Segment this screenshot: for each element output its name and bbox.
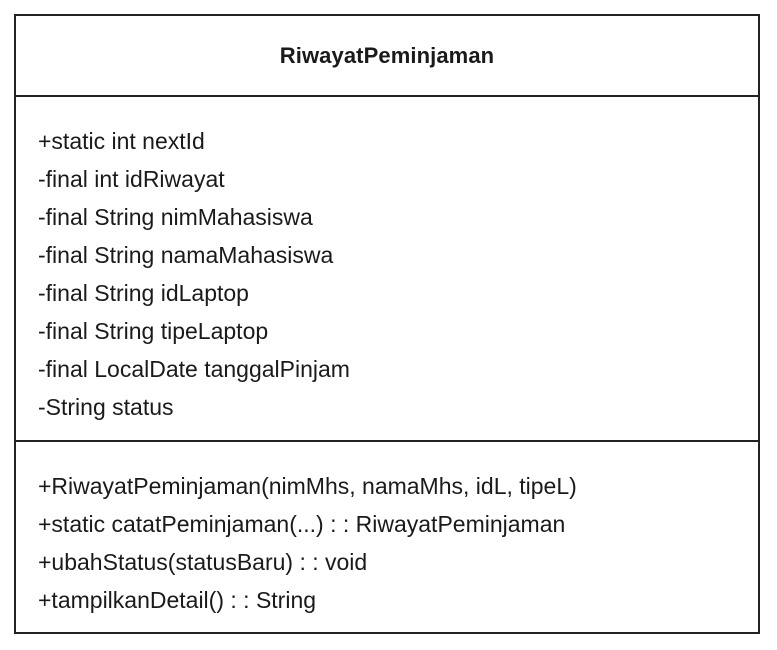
attribute-tipe-laptop: -final String tipeLaptop [38,318,269,344]
attribute-nama-mahasiswa: -final String namaMahasiswa [38,242,334,268]
attribute-tanggal-pinjam: -final LocalDate tanggalPinjam [38,356,350,382]
method-tampilkan-detail: +tampilkanDetail() : : String [38,587,317,613]
method-constructor: +RiwayatPeminjaman(nimMhs, namaMhs, idL,… [38,473,577,499]
class-header: RiwayatPeminjaman [16,16,758,97]
attribute-next-id: +static int nextId [38,128,205,154]
method-catat-peminjaman: +static catatPeminjaman(...) : : Riwayat… [38,511,566,537]
class-name: RiwayatPeminjaman [279,42,495,68]
attribute-id-laptop: -final String idLaptop [38,280,249,306]
attribute-nim-mahasiswa: -final String nimMahasiswa [38,204,313,230]
uml-class-box: RiwayatPeminjaman +static int nextId -fi… [14,14,760,634]
attribute-status: -String status [38,394,174,420]
methods-compartment: +RiwayatPeminjaman(nimMhs, namaMhs, idL,… [16,442,758,619]
attribute-id-riwayat: -final int idRiwayat [38,166,225,192]
method-ubah-status: +ubahStatus(statusBaru) : : void [38,549,368,575]
attributes-compartment: +static int nextId -final int idRiwayat … [16,97,758,442]
